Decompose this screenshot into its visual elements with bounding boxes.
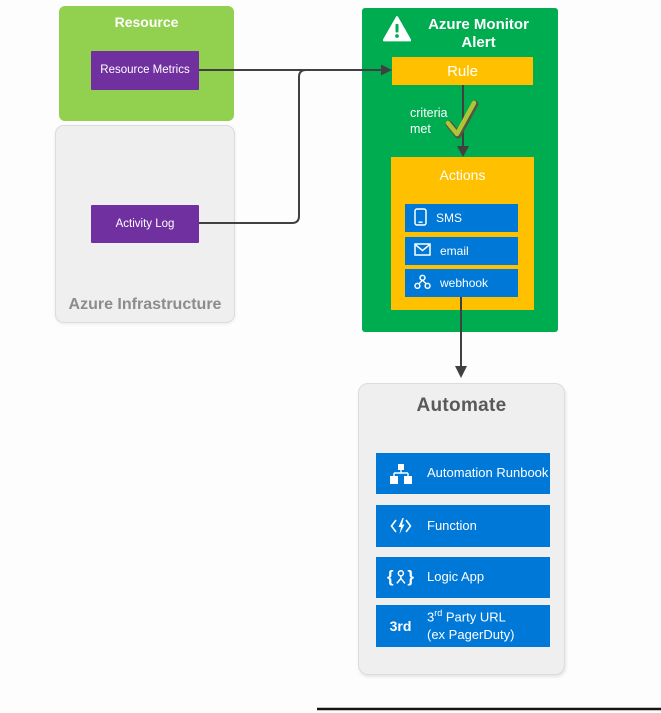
rule-label: Rule: [447, 62, 478, 80]
function-node: Function: [376, 505, 550, 547]
rule-node: Rule: [392, 57, 533, 85]
action-email-label: email: [440, 244, 469, 258]
arrowhead-to-automate: [455, 366, 467, 378]
runbook-icon: [387, 463, 414, 484]
resource-metrics-label: Resource Metrics: [100, 64, 190, 77]
logic-app-node: { } Logic App: [376, 557, 550, 598]
criteria-met-label: criteria met: [410, 106, 448, 136]
phone-icon: [414, 207, 427, 229]
third-party-icon: 3rd: [389, 617, 412, 634]
resource-metrics-node: Resource Metrics: [91, 51, 199, 90]
resource-title: Resource: [114, 14, 179, 30]
logic-app-icon: { }: [387, 567, 414, 587]
actions-title: Actions: [439, 167, 486, 183]
function-label: Function: [427, 517, 477, 533]
action-email: email: [405, 237, 518, 265]
azure-monitor-alert-container: Azure Monitor Alert Rule criteria met Ac…: [362, 8, 558, 332]
azure-infrastructure-title: Azure Infrastructure: [68, 296, 222, 313]
webhook-icon: [414, 274, 431, 293]
mail-icon: [414, 243, 431, 259]
azure-monitor-alert-title: Azure Monitor Alert: [428, 16, 529, 51]
logic-app-label: Logic App: [427, 569, 485, 585]
third-party-label: 3rd Party URL (ex PagerDuty): [427, 608, 515, 642]
third-party-url-node: 3rd 3rd Party URL (ex PagerDuty): [376, 605, 550, 647]
automation-runbook-node: Automation Runbook: [376, 453, 550, 494]
function-icon: [387, 517, 414, 535]
activity-log-label: Activity Log: [115, 217, 175, 230]
automate-title: Automate: [416, 395, 507, 416]
automation-runbook-label: Automation Runbook: [427, 465, 549, 481]
automate-container: Automate Automation Runbook Fu: [358, 383, 565, 675]
actions-container: Actions SMS email: [391, 157, 534, 310]
action-webhook: webhook: [405, 269, 518, 297]
action-sms-label: SMS: [436, 211, 463, 225]
azure-monitor-alert-header: Azure Monitor Alert: [362, 8, 558, 52]
action-sms: SMS: [405, 204, 518, 232]
warning-icon: [382, 16, 411, 47]
activity-log-node: Activity Log: [91, 205, 199, 243]
action-webhook-label: webhook: [440, 276, 489, 290]
